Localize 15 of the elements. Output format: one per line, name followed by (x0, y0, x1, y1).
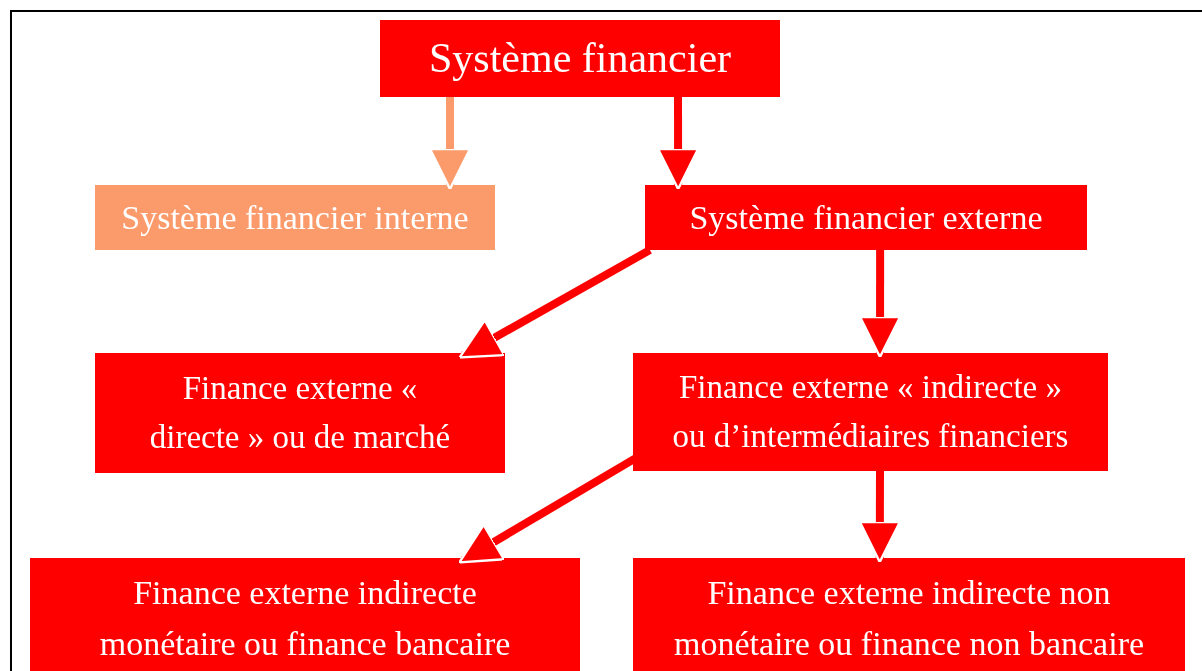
box-label: Finance externe « directe » ou de marché (148, 368, 452, 457)
process-box (645, 185, 1087, 250)
box-label: Finance externe indirecte monétaire ou finance bancaire (98, 573, 512, 664)
box-label: Système financier interne (121, 198, 469, 238)
arrow (458, 246, 652, 359)
process-box (95, 185, 495, 250)
box-label: Système financier externe (689, 198, 1043, 238)
process-box (380, 20, 780, 97)
process-box (95, 353, 505, 473)
box-label: Système financier (428, 34, 732, 83)
process-box (30, 558, 580, 671)
box-label: Finance externe indirecte non monétaire ou finance non bancaire (672, 573, 1146, 664)
process-box (633, 558, 1185, 671)
box-label: Finance externe « indirecte » ou d’intermédiaires financiers (671, 367, 1070, 456)
process-box (633, 353, 1108, 471)
